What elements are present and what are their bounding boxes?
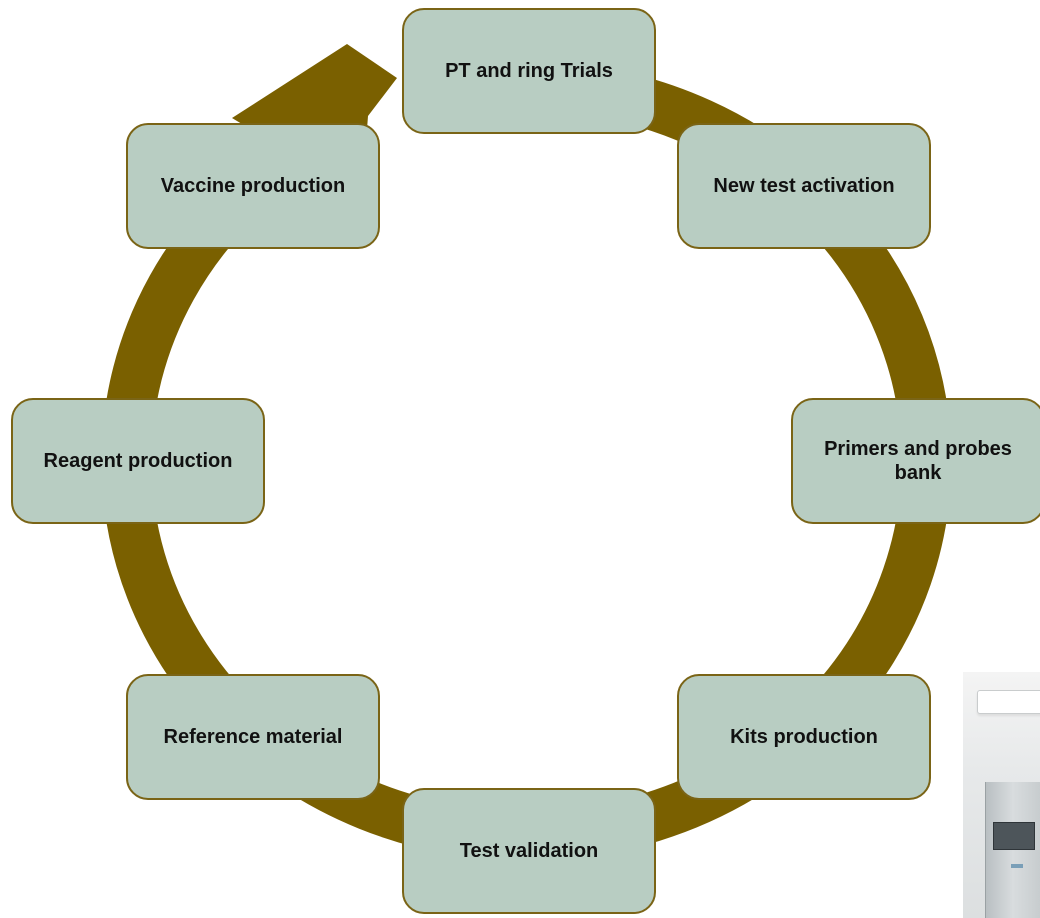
instrument-indicator (1011, 864, 1023, 868)
air-conditioner-unit (977, 690, 1040, 714)
node-label: Reagent production (43, 450, 233, 472)
node-label: PT and ring Trials (445, 60, 613, 82)
node-vaccine-production: Vaccine production (126, 123, 380, 249)
node-label: New test activation (713, 175, 895, 197)
node-primers-and-probes-bank: Primers and probes bank (791, 398, 1040, 524)
node-label: Test validation (459, 840, 599, 862)
node-label: Kits production (730, 726, 878, 748)
node-kits-production: Kits production (677, 674, 931, 800)
node-reference-material: Reference material (126, 674, 380, 800)
instrument-panel (993, 822, 1035, 850)
node-new-test-activation: New test activation (677, 123, 931, 249)
lab-instrument (985, 782, 1040, 918)
node-label: Reference material (163, 726, 343, 748)
node-pt-and-ring-trials: PT and ring Trials (402, 8, 656, 134)
node-label: Primers and probes bank (824, 438, 1012, 484)
node-label: Vaccine production (160, 175, 346, 197)
node-test-validation: Test validation (402, 788, 656, 914)
lab-equipment-photo (963, 672, 1040, 918)
node-reagent-production: Reagent production (11, 398, 265, 524)
